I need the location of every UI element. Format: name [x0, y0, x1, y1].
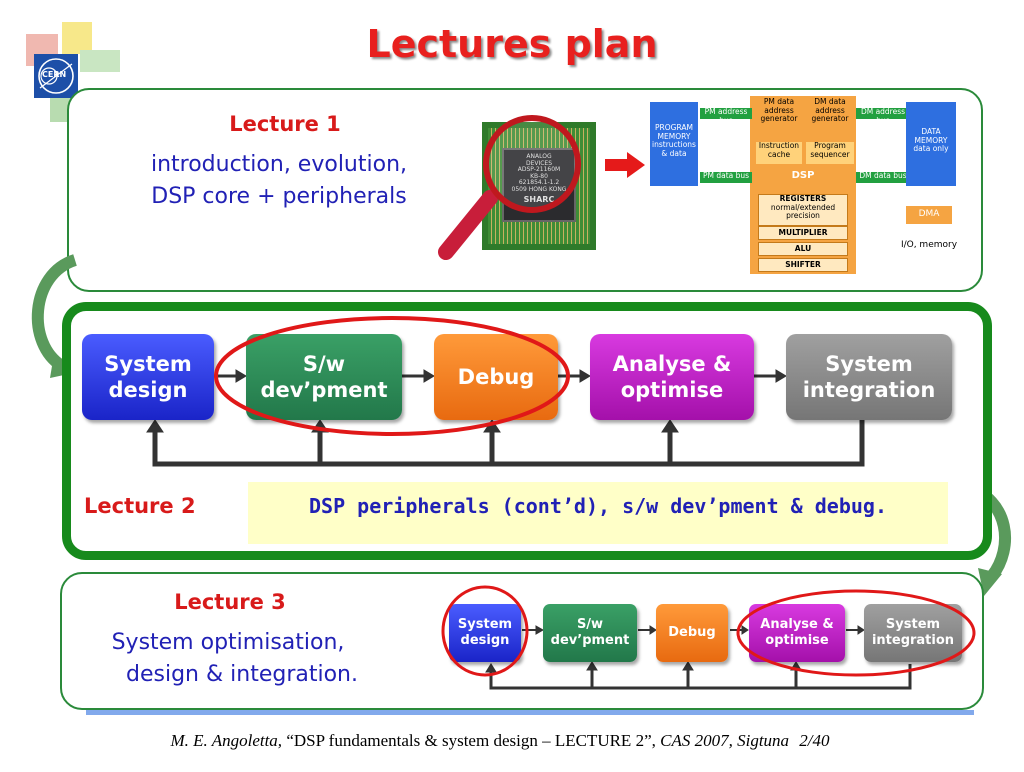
flow-analyse-optimise: Analyse &optimise [590, 334, 754, 420]
dm-data-bus: DM data bus [856, 171, 910, 183]
pm-addr-gen-block: PM data address generator [756, 97, 802, 128]
program-memory-block: PROGRAM MEMORY instructions & data [650, 102, 698, 186]
registers-label: REGISTERS [779, 194, 827, 203]
flow-system-design-line2: design [108, 378, 188, 402]
decor-square-yellow [62, 22, 92, 54]
footer-author: M. E. Angoletta, [170, 731, 283, 750]
registers-block: REGISTERS normal/extended precision [758, 194, 848, 226]
flow-debug-label: Debug [457, 364, 535, 389]
chip-line3: 621854.1-1.2 [504, 180, 574, 187]
flow-debug: Debug [434, 334, 558, 420]
data-memory-sub: data only [913, 144, 949, 154]
chip-logo: SHARC [504, 195, 574, 205]
small-flow-debug: Debug [656, 604, 728, 662]
pm-address-bus: PM address bus [700, 107, 752, 124]
registers-sub: normal/extended precision [770, 202, 836, 221]
flow-sw-development-line1: S/w [302, 351, 346, 376]
footer-event: CAS 2007, Sigtuna [660, 731, 790, 750]
small-flow-integration-line2: integration [871, 633, 955, 648]
small-flow-analyse-optimise: Analyse &optimise [749, 604, 845, 662]
shifter-block: SHIFTER [758, 258, 848, 272]
program-sequencer-label: Program sequencer [810, 141, 850, 159]
lecture1-label: Lecture 1 [229, 112, 341, 136]
program-memory-label: PROGRAM MEMORY [655, 123, 693, 141]
multiplier-label: MULTIPLIER [778, 228, 828, 237]
shifter-label: SHIFTER [785, 260, 821, 269]
small-flow-analyse-line2: optimise [765, 633, 829, 648]
multiplier-block: MULTIPLIER [758, 226, 848, 240]
magnifier-icon [430, 112, 620, 270]
dsp-label: DSP [791, 170, 815, 181]
footer: M. E. Angoletta, “DSP fundamentals & sys… [0, 731, 1000, 751]
lecture3-shadow-bar [86, 710, 974, 715]
right-arrow-icon [605, 152, 645, 178]
cern-logo-text: CERN [42, 70, 67, 79]
chip-brand2: DEVICES [504, 160, 574, 168]
dm-address-bus-label: DM address bus [860, 107, 906, 125]
small-flow-sw-line1: S/w [576, 616, 604, 632]
cern-logo: CERN [34, 54, 78, 98]
chip-line2: KB-80 [504, 173, 574, 181]
chip-line4: 0509 HONG KONG [504, 186, 574, 194]
pm-addr-gen-label: PM data address generator [760, 97, 798, 124]
chip-brand1: ANALOG [504, 153, 574, 161]
dm-addr-gen-label: DM data address generator [811, 97, 849, 124]
small-flow-system-design-line2: design [460, 633, 510, 648]
alu-block: ALU [758, 242, 848, 256]
lecture3-line2: design & integration. [126, 662, 358, 687]
alu-label: ALU [794, 244, 812, 253]
instruction-cache-block: Instruction cache [756, 141, 802, 164]
dm-data-bus-label: DM data bus [859, 171, 907, 180]
flow-system-design-line1: System [104, 351, 192, 376]
decor-square-green2 [80, 50, 120, 72]
instruction-cache-label: Instruction cache [758, 141, 800, 159]
small-flow-sw-line2: dev’pment [550, 633, 630, 648]
footer-page: 2/40 [799, 731, 830, 750]
io-memory-label: I/O, memory [900, 240, 958, 250]
pm-data-bus: PM data bus [700, 171, 752, 183]
data-memory-block: DATA MEMORY data only [906, 102, 956, 186]
dma-label: DMA [918, 209, 940, 219]
dsp-block-diagram: PROGRAM MEMORY instructions & data PM da… [650, 96, 960, 274]
dm-address-bus: DM address bus [856, 107, 910, 124]
data-memory-label: DATA MEMORY [914, 127, 948, 145]
footer-title: “DSP fundamentals & system design – LECT… [286, 731, 656, 750]
small-flow-debug-label: Debug [668, 624, 716, 640]
program-memory-sub: instructions & data [652, 140, 696, 158]
flow-system-integration-line1: System [825, 351, 913, 376]
lecture3-line1: System optimisation, [111, 630, 345, 655]
lecture2-label: Lecture 2 [84, 494, 196, 518]
small-flow-system-design-line1: System [457, 616, 513, 632]
dm-addr-gen-block: DM data address generator [806, 97, 854, 128]
dma-block: DMA [906, 206, 952, 224]
lecture2-description-bar [248, 482, 948, 544]
flow-analyse-line2: optimise [620, 378, 724, 402]
small-flow-integration-line1: System [885, 616, 941, 632]
flow-system-integration-line2: integration [802, 378, 936, 402]
program-sequencer-block: Program sequencer [806, 141, 854, 164]
flow-sw-development-line2: dev’pment [260, 378, 388, 402]
lecture1-line2: DSP core + peripherals [151, 184, 407, 209]
pm-data-bus-label: PM data bus [702, 171, 750, 180]
pm-address-bus-label: PM address bus [704, 107, 748, 125]
page-title: Lectures plan [366, 22, 658, 66]
chip-line1: ADSP-21160M [504, 167, 574, 174]
lecture3-label: Lecture 3 [174, 590, 286, 614]
small-flow-analyse-line1: Analyse & [760, 616, 834, 632]
lecture2-description: DSP peripherals (cont’d), s/w dev’pment … [309, 494, 887, 518]
lecture1-line1: introduction, evolution, [150, 152, 408, 177]
flow-analyse-line1: Analyse & [612, 351, 732, 376]
